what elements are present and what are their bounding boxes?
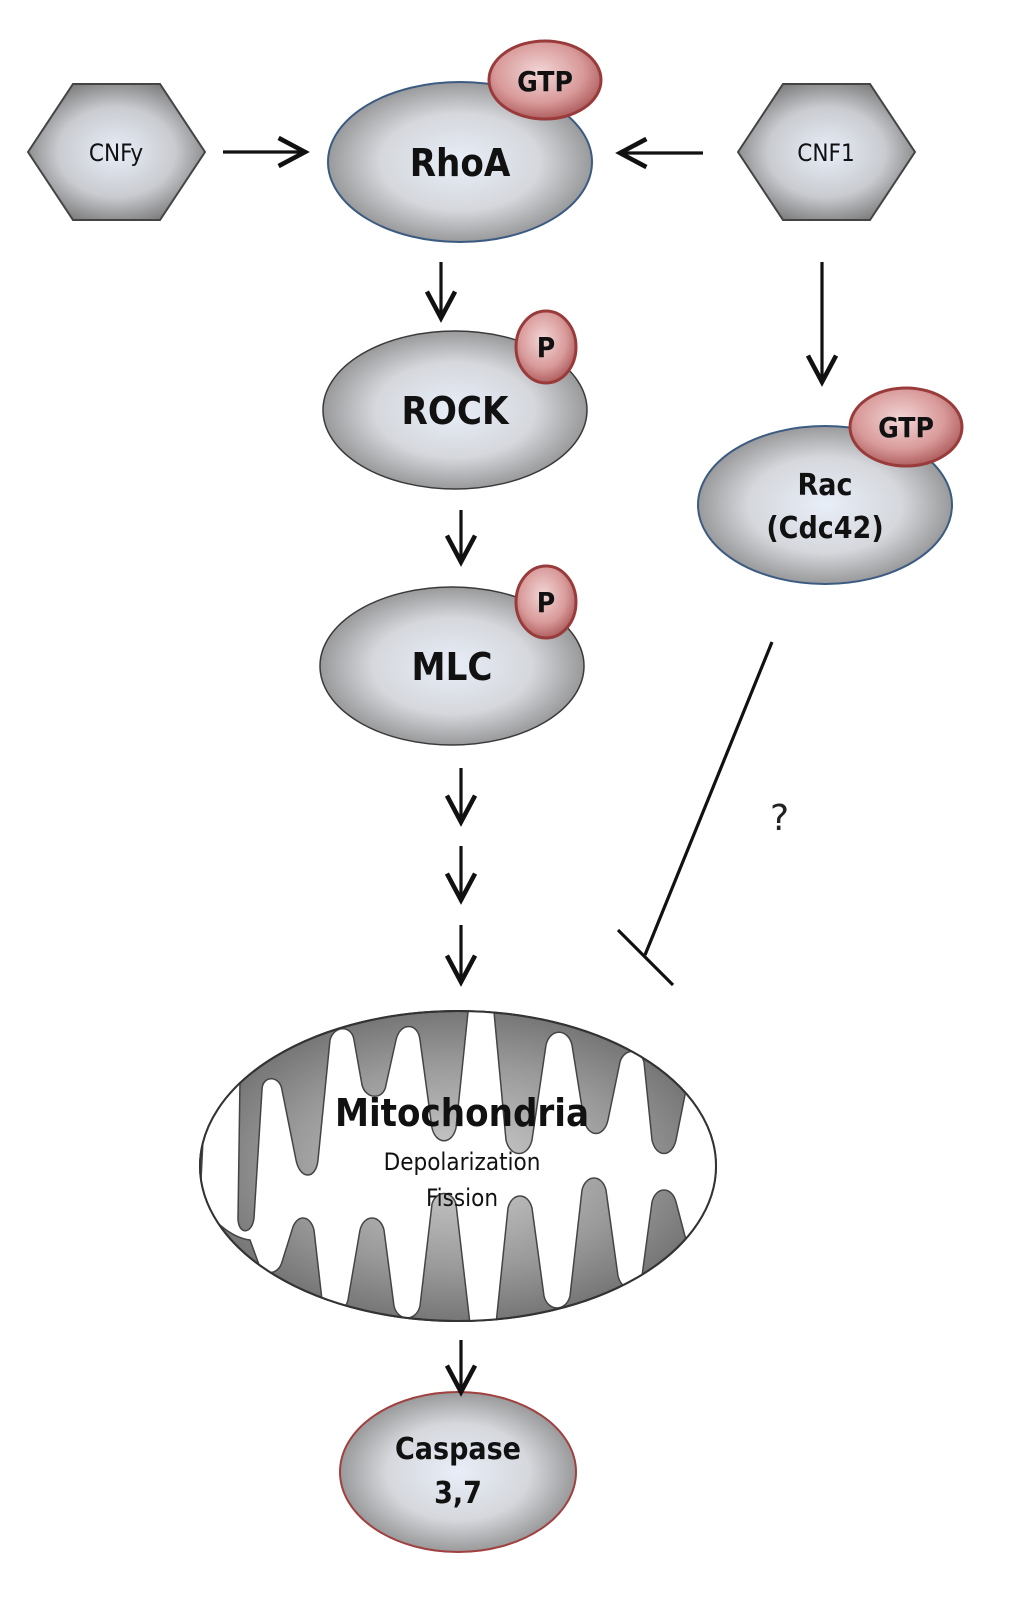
mitochondria-node: Mitochondria Depolarization Fission — [199, 1010, 717, 1322]
caspase-label-line2: 3,7 — [434, 1476, 482, 1511]
rhoa-node: RhoA — [327, 81, 593, 243]
rac-gtp-label: GTP — [878, 411, 934, 444]
rock-p-badge: P — [514, 309, 578, 385]
mlc-node: MLC — [319, 586, 585, 746]
rhoa-gtp-badge: GTP — [487, 39, 603, 121]
cnfy-node: CNFy — [26, 83, 207, 221]
inhibition-bar — [616, 928, 675, 987]
unknown-mechanism-question-mark: ? — [770, 798, 789, 839]
caspase-label-line1: Caspase — [395, 1432, 521, 1467]
cnf1-label: CNF1 — [797, 139, 854, 167]
mlc-p-badge: P — [514, 564, 578, 640]
cnf1-node: CNF1 — [736, 83, 917, 221]
mlc-label: MLC — [412, 645, 493, 689]
caspase-node: Caspase 3,7 — [339, 1391, 577, 1553]
rac-gtp-badge: GTP — [848, 386, 964, 468]
mitochondria-line2: Fission — [426, 1184, 498, 1212]
arrows — [223, 135, 839, 1397]
mitochondria-line1: Depolarization — [384, 1148, 541, 1176]
rock-label: ROCK — [402, 389, 510, 433]
rhoa-label: RhoA — [410, 141, 511, 185]
cnfy-label: CNFy — [89, 139, 143, 167]
rhoa-gtp-label: GTP — [517, 65, 573, 98]
rac-label-line1: Rac — [798, 468, 853, 503]
inhibition-line-rac-to-mito — [643, 641, 774, 956]
mlc-p-label: P — [537, 586, 555, 619]
mitochondria-title: Mitochondria — [335, 1091, 589, 1135]
rock-node: ROCK — [322, 330, 588, 490]
rac-label-line2: (Cdc42) — [766, 511, 883, 546]
rock-p-label: P — [537, 331, 555, 364]
